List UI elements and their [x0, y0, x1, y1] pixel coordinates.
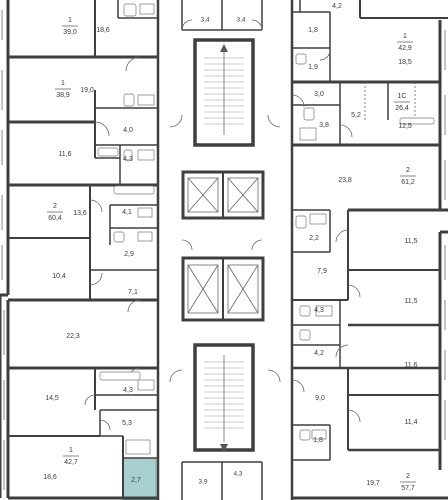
room-area: 4,0	[123, 127, 133, 134]
apartment-tags: 1 39,0 1 38,9 2 60,4 1 42,7 1 42,9 1С 26…	[48, 17, 415, 492]
room-area: 11,5	[404, 238, 417, 245]
room-area: 3,4	[236, 17, 245, 24]
svg-text:57,7: 57,7	[401, 485, 415, 492]
room-area: 18,6	[96, 27, 110, 34]
apartment-tag: 1 42,7	[64, 447, 78, 466]
room-area: 13,6	[73, 210, 87, 217]
left-section-walls	[0, 0, 160, 500]
svg-text:2: 2	[406, 167, 410, 174]
room-area: 11,6	[404, 362, 417, 369]
room-area: 3,8	[319, 122, 329, 129]
core-section	[169, 0, 281, 500]
apartment-tag: 1 38,9	[56, 80, 70, 99]
svg-text:1: 1	[68, 17, 72, 24]
room-area: 1,9	[308, 64, 318, 71]
room-area: 1,8	[308, 27, 318, 34]
apartment-tag: 1С 26,4	[395, 93, 409, 112]
room-area: 2,7	[131, 477, 141, 484]
svg-text:2: 2	[53, 203, 57, 210]
room-area: 5,3	[122, 420, 132, 427]
room-area: 12,5	[398, 123, 412, 130]
svg-text:42,7: 42,7	[64, 459, 78, 466]
room-area: 14,5	[45, 395, 59, 402]
room-area: 10,4	[52, 273, 66, 280]
room-area: 2,9	[124, 251, 134, 258]
room-area: 7,1	[128, 289, 138, 296]
apartment-tag: 2 60,4	[48, 203, 62, 222]
svg-text:1: 1	[403, 33, 407, 40]
svg-text:39,0: 39,0	[63, 29, 77, 36]
room-area: 7,9	[317, 268, 327, 275]
room-area: 1,8	[313, 437, 323, 444]
room-area: 11,5	[404, 298, 417, 305]
room-area: 4,3	[314, 307, 324, 314]
apartment-tag: 2 61,2	[401, 167, 415, 186]
room-area: 11,4	[404, 419, 417, 426]
room-area: 4,3	[233, 471, 242, 478]
apartment-tag: 2 57,7	[401, 473, 415, 492]
room-area: 5,2	[351, 112, 361, 119]
room-area: 23,8	[338, 177, 352, 184]
apartment-markers	[47, 25, 416, 483]
svg-text:1: 1	[69, 447, 73, 454]
room-area: 4,3	[123, 156, 133, 163]
room-area: 9,0	[315, 395, 325, 402]
room-area: 2,2	[309, 235, 319, 242]
room-area: 4,2	[314, 350, 324, 357]
room-labels: 18,6 19,0 4,0 11,6 4,3 13,6 4,1 2,9 10,4…	[43, 3, 417, 487]
room-area: 18,5	[398, 59, 412, 66]
svg-text:61,2: 61,2	[401, 179, 415, 186]
svg-text:1: 1	[61, 80, 65, 87]
room-area: 3,0	[314, 91, 324, 98]
room-area: 4,1	[122, 209, 132, 216]
room-area: 4,3	[123, 387, 133, 394]
room-area: 19,0	[80, 87, 94, 94]
apartment-tag: 1 39,0	[63, 17, 77, 36]
svg-text:38,9: 38,9	[56, 92, 70, 99]
apartment-tag: 1 42,9	[398, 33, 412, 52]
room-area: 22,3	[66, 333, 80, 340]
room-area: 4,2	[332, 3, 342, 10]
svg-text:1С: 1С	[398, 93, 407, 100]
right-section-walls	[290, 0, 448, 500]
svg-text:2: 2	[406, 473, 410, 480]
svg-text:42,9: 42,9	[398, 45, 412, 52]
room-area: 18,6	[43, 474, 57, 481]
room-area: 11,6	[58, 151, 71, 158]
room-area: 3,4	[200, 17, 209, 24]
room-area: 3,9	[198, 479, 207, 486]
svg-text:26,4: 26,4	[395, 105, 409, 112]
svg-text:60,4: 60,4	[48, 215, 62, 222]
room-area: 19,7	[366, 480, 380, 487]
